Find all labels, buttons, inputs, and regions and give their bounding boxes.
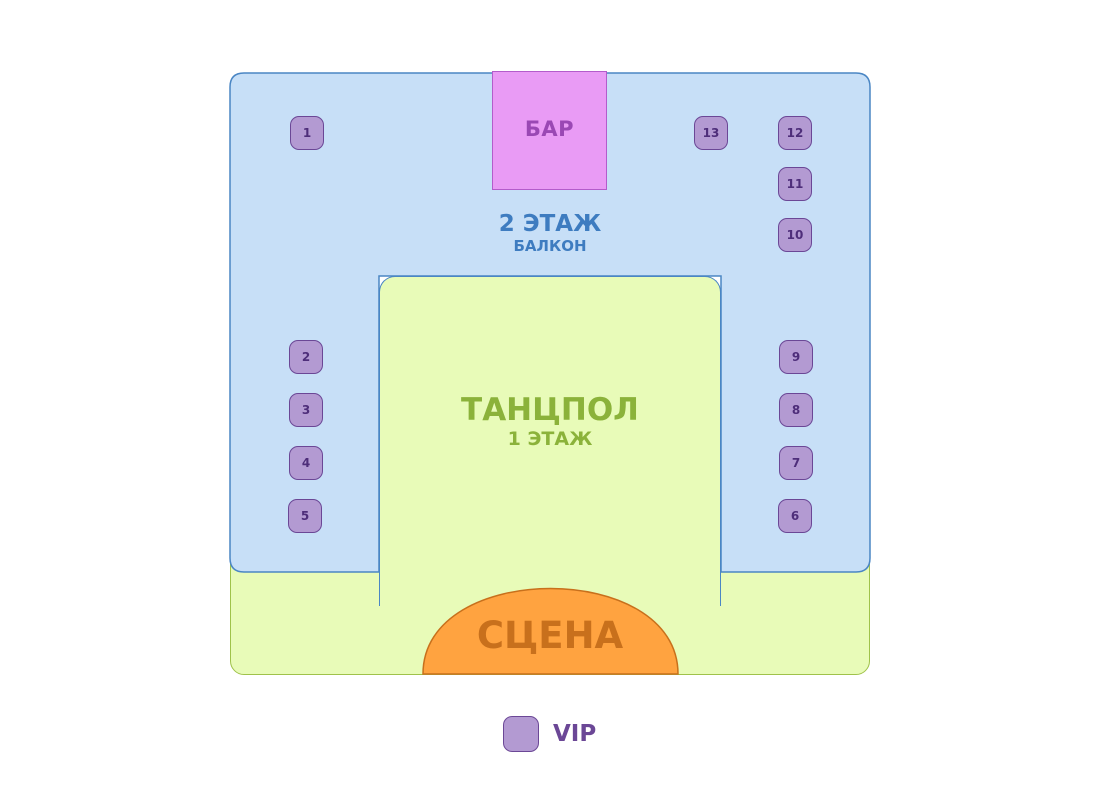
vip-table-13[interactable]: 13	[694, 116, 728, 150]
vip-table-12[interactable]: 12	[778, 116, 812, 150]
dance-floor-subtitle: 1 ЭТАЖ	[507, 428, 593, 450]
vip-table-11[interactable]: 11	[778, 167, 812, 201]
vip-table-8[interactable]: 8	[779, 393, 813, 427]
floor2-title: 2 ЭТАЖ	[498, 211, 602, 237]
dance-floor-title: ТАНЦПОЛ	[461, 392, 639, 428]
vip-table-1[interactable]: 1	[290, 116, 324, 150]
vip-table-10[interactable]: 10	[778, 218, 812, 252]
vip-table-2[interactable]: 2	[289, 340, 323, 374]
legend-vip-label: VIP	[553, 721, 597, 747]
bar-label: БАР	[524, 116, 575, 141]
stage-label: СЦЕНА	[476, 614, 624, 657]
vip-table-6[interactable]: 6	[778, 499, 812, 533]
vip-table-9[interactable]: 9	[779, 340, 813, 374]
dance-floor	[379, 276, 721, 606]
vip-table-3[interactable]: 3	[289, 393, 323, 427]
vip-table-7[interactable]: 7	[779, 446, 813, 480]
legend-vip-swatch	[503, 716, 539, 752]
bar-zone: БАР	[492, 71, 607, 190]
floor2-subtitle: БАЛКОН	[513, 237, 587, 255]
vip-table-5[interactable]: 5	[288, 499, 322, 533]
vip-table-4[interactable]: 4	[289, 446, 323, 480]
